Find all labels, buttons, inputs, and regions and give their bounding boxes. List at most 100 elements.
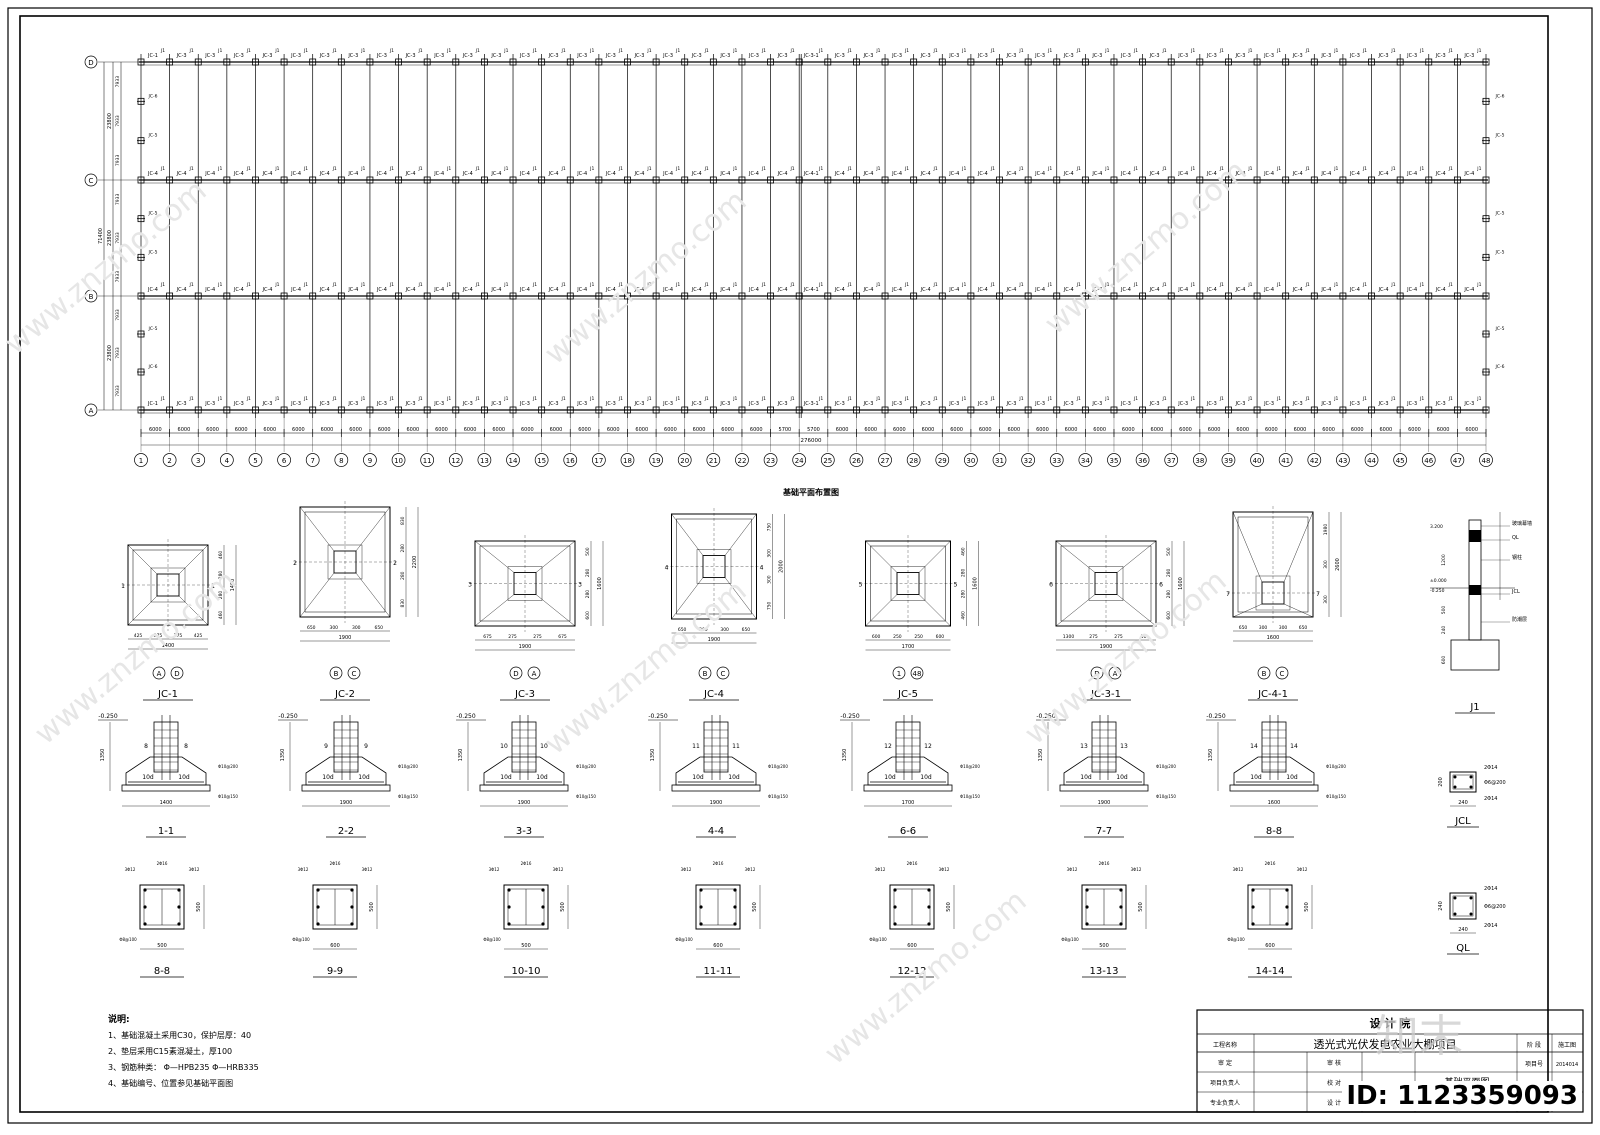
plan-footing-label: JC-3 [1463,53,1474,59]
stirrup [1452,895,1474,917]
footing-marker [1053,406,1061,414]
section-marker: 1 [211,583,215,590]
footing-marker [853,406,860,414]
footing-marker [709,406,717,414]
grid-col-bubble [964,453,978,467]
footing-marker [996,176,1003,184]
bay-dimension: 6000 [750,427,763,433]
plan-footing-label: JC-3 [834,53,845,59]
plan-footing-label: JC-3 [176,53,187,59]
footing-side-dim: 300 [767,575,773,584]
footing-marker [1053,58,1061,66]
pier-width: 600 [713,943,723,949]
footing-side-dim: 1980 [1323,524,1329,536]
footing-dim: 675 [558,634,567,640]
section-depth: 1350 [1038,749,1044,762]
pier-section-name: 12-12 [897,966,926,977]
grid-col-label: 44 [1367,457,1376,465]
plan-column-label: J1 [389,166,394,172]
footing-marker [1196,406,1204,414]
footing-marker [252,176,259,184]
pier [703,721,729,773]
footing-marker [1081,58,1089,66]
footing-marker [1310,292,1318,300]
plan-footing-label: JC-3 [548,53,559,59]
plan-column-label: J1 [875,396,880,402]
level-mark: ±0.000 [1430,578,1447,584]
axis-bubble-label: B [1262,670,1267,678]
plan-footing-label: JC-3 [319,401,330,407]
slope-line [178,544,209,575]
footing-marker [280,176,288,184]
section-level: -0.250 [278,713,298,720]
pier-height: 500 [1304,902,1310,912]
grid-col-label: 2 [167,457,171,465]
plan-footing-label: JC-4 [862,287,873,293]
side-footing-label: JC-6 [148,93,158,99]
footing-marker [566,292,574,300]
anchor-length: 10d [500,774,512,781]
plan-footing-label: JC-3 [748,401,759,407]
grid-col-label: 17 [594,457,603,465]
grid-col-label: 13 [480,457,489,465]
anchor-length: 10d [1250,774,1262,781]
footing-marker [1310,406,1318,414]
plan-footing-label: JC-4 [977,287,988,293]
footing-side-dim: 600 [585,611,591,620]
footing-dim: 275 [174,633,183,639]
plan-footing-label: JC-4 [777,171,788,177]
plan-column-label: J1 [303,282,308,288]
rebar-dot [699,888,703,892]
pier [1261,721,1287,773]
plan-footing-label: JC-3 [1091,401,1102,407]
section-bar-mark: 11 [732,743,740,750]
notes-title: 说明: [108,1015,130,1025]
plan-column-label: J1 [1018,166,1023,172]
plan-footing-label: JC-4 [462,287,473,293]
plan-column-label: J1 [646,48,651,54]
plan-column-label: J1 [1219,396,1224,402]
detail-callout: JCL [1511,589,1520,595]
grid-row-bubble [84,289,98,303]
project-no-label: 项目号 [1525,1061,1543,1068]
grid-col-bubble [191,453,206,467]
plan-footing-label: JC-4 [1177,287,1188,293]
plan-footing-label: JC-4 [1378,171,1389,177]
plan-footing-label: JC-4 [176,171,187,177]
pier-outline [1081,884,1127,930]
footing-marker [1225,292,1232,300]
plan-footing-label: JC-3-1 [803,53,819,59]
grid-col-label: 3 [196,457,200,465]
footing-dim: 300 [1259,625,1268,631]
footing-profile [483,756,565,786]
plan-column-label: J1 [360,396,365,402]
footing-name: JC-3 [514,689,535,700]
footing-marker [1482,330,1490,338]
grid-row-label: C [89,177,94,185]
pier-bars-label: 3Φ12 [939,867,950,872]
plan-footing-label: JC-4 [290,171,301,177]
footing-dim: 600 [936,634,945,640]
plan-column-label: J1 [1076,48,1081,54]
beam-stirrups: Φ6@200 [1484,904,1506,910]
bay-dimension: 6000 [378,427,391,433]
plan-footing-label: JC-3 [748,53,759,59]
plan-footing-label: JC-4 [1006,287,1017,293]
grid-col-label: 22 [737,457,746,465]
footing-marker [309,176,317,184]
footing-marker [481,58,488,66]
footing-marker [681,176,689,184]
plan-footing-label: JC-4 [405,287,416,293]
plan-column-label: J1 [1104,48,1109,54]
axis-bubble-label: D [513,670,518,678]
plan-footing-label: JC-4 [977,171,988,177]
footing-marker [1024,176,1032,184]
plan-column-label: J1 [446,48,451,54]
plan-column-label: J1 [417,282,422,288]
plan-column-label: J1 [1161,48,1166,54]
footing-width: 1900 [708,637,721,643]
